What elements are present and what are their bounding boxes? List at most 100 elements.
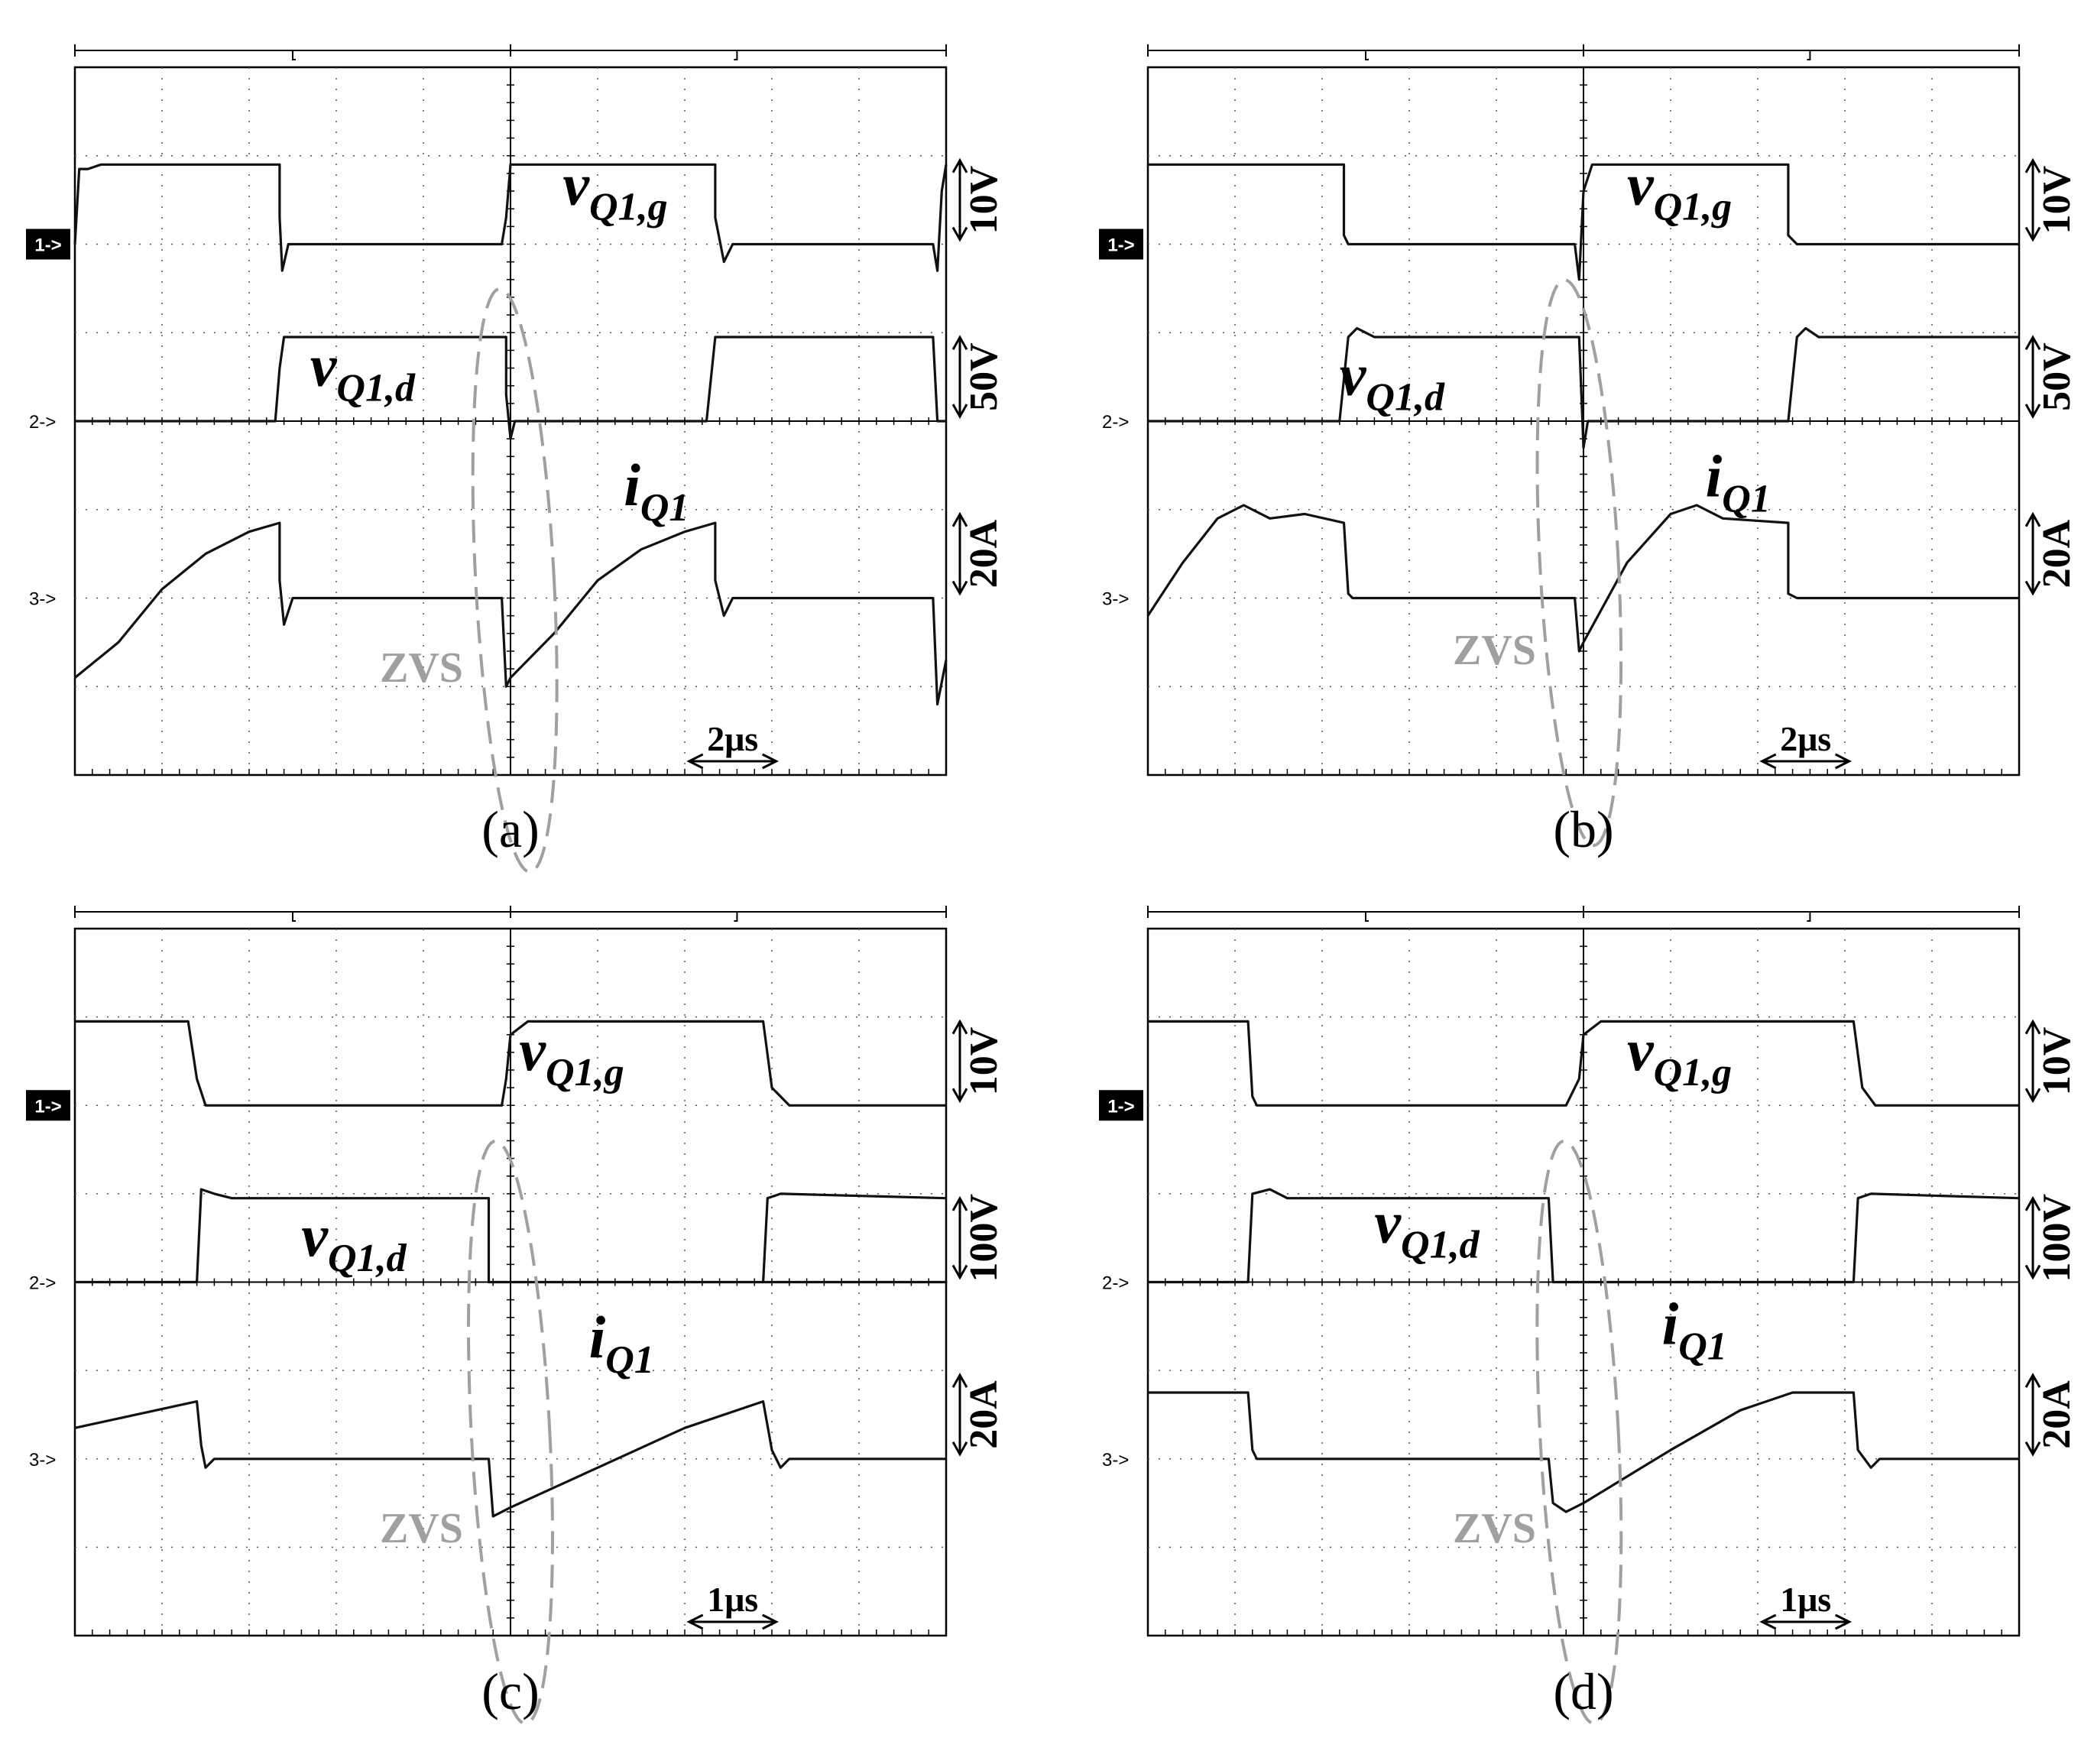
channel-marker: 3-> (29, 589, 56, 610)
time-scale: 2μs (1759, 719, 1853, 770)
top-ruler (1147, 44, 2020, 60)
scale-label: 20A (2035, 1380, 2079, 1449)
panel-a: 1-> vQ1,g 10V 2-> vQ1,d 50V 3-> iQ1 20A ZVS 2μs (a) (26, 44, 1006, 874)
trace-v-q1-g (1148, 1020, 2019, 1107)
scale-arrow (951, 511, 968, 596)
zvs-label: ZVS (1453, 1505, 1536, 1552)
scale-label: 10V (962, 1027, 1006, 1096)
channel-marker: 1-> (26, 1090, 70, 1121)
scale-label: 20A (962, 519, 1006, 588)
channel-marker: 3-> (1102, 1450, 1129, 1471)
scale-arrow (951, 1373, 968, 1457)
scale-label: 10V (2035, 1027, 2079, 1096)
time-scale: 2μs (686, 719, 780, 770)
panel-caption: (b) (1553, 800, 1613, 858)
panel-caption: (a) (481, 800, 539, 858)
panel-d: 1-> vQ1,g 10V 2-> vQ1,d 100V 3-> iQ1 20A ZVS 1μs (d… (1099, 906, 2079, 1726)
svg-text:3->: 3-> (1102, 589, 1129, 610)
top-ruler (1147, 906, 2020, 922)
svg-text:1->: 1-> (34, 1096, 61, 1117)
scale-arrow (2024, 1019, 2041, 1104)
scale-arrow (951, 335, 968, 420)
channel-marker: 1-> (1099, 229, 1143, 260)
svg-text:1->: 1-> (1107, 1096, 1134, 1117)
channel-marker: 2-> (29, 1273, 56, 1294)
channel-marker: 2-> (1102, 1273, 1129, 1294)
scale-arrow (951, 1195, 968, 1280)
trace-i-q1 (1148, 1391, 2019, 1513)
scale-label: 100V (962, 1194, 1006, 1282)
scale-arrow (951, 157, 968, 242)
zvs-ellipse (1535, 1140, 1623, 1726)
scale-label: 10V (2035, 166, 2079, 235)
zvs-label: ZVS (380, 1505, 463, 1552)
time-scale-label: 2μs (1780, 719, 1831, 758)
channel-label: vQ1,d (301, 1202, 407, 1280)
scale-label: 50V (962, 342, 1006, 411)
svg-text:3->: 3-> (29, 589, 56, 610)
top-ruler (74, 906, 947, 922)
trace-v-q1-d (75, 1188, 948, 1284)
time-scale: 1μs (1759, 1580, 1853, 1630)
svg-text:1->: 1-> (34, 235, 61, 256)
panel-caption: (c) (481, 1662, 539, 1720)
channel-label: vQ1,d (1340, 341, 1445, 419)
time-scale-label: 2μs (707, 719, 758, 758)
trace-v-q1-g (75, 1020, 946, 1107)
panel-b: 1-> vQ1,g 10V 2-> vQ1,d 50V 3-> iQ1 20A ZVS 2μs (b) (1099, 44, 2079, 858)
scale-arrow (2024, 1195, 2041, 1280)
trace-i-q1 (1146, 504, 2019, 653)
zvs-ellipse (471, 287, 559, 874)
svg-text:2->: 2-> (1102, 1273, 1129, 1294)
trace-v-q1-g (73, 163, 948, 272)
channel-marker: 2-> (29, 412, 56, 433)
scale-label: 20A (962, 1380, 1006, 1449)
svg-text:2->: 2-> (29, 1273, 56, 1294)
svg-text:3->: 3-> (1102, 1450, 1129, 1471)
svg-text:2->: 2-> (1102, 412, 1129, 433)
time-scale-label: 1μs (1780, 1580, 1831, 1619)
scale-arrow (2024, 335, 2041, 420)
channel-label: vQ1,g (1627, 1017, 1732, 1094)
trace-i-q1 (74, 1399, 946, 1518)
channel-marker: 3-> (1102, 589, 1129, 610)
scale-label: 50V (2035, 342, 2079, 411)
channel-label: vQ1,g (562, 151, 667, 229)
scale-arrow (2024, 511, 2041, 596)
zvs-label: ZVS (380, 644, 463, 692)
zvs-label: ZVS (1453, 627, 1536, 674)
channel-marker: 2-> (1102, 412, 1129, 433)
channel-label: vQ1,d (1374, 1188, 1480, 1266)
trace-v-q1-d (1148, 326, 2019, 449)
scale-label: 20A (2035, 519, 2079, 588)
channel-marker: 1-> (1099, 1090, 1143, 1121)
channel-marker: 3-> (29, 1450, 56, 1471)
trace-v-q1-d (75, 336, 946, 440)
scale-arrow (951, 1019, 968, 1104)
time-scale: 1μs (686, 1580, 780, 1630)
channel-label: vQ1,g (1627, 151, 1732, 229)
time-scale-label: 1μs (707, 1580, 758, 1619)
scale-label: 100V (2035, 1194, 2079, 1282)
channel-label: iQ1 (589, 1304, 654, 1382)
channel-label: vQ1,d (310, 332, 416, 410)
trace-i-q1 (73, 521, 948, 706)
svg-text:1->: 1-> (1107, 235, 1134, 256)
channel-label: iQ1 (624, 452, 689, 530)
panel-caption: (d) (1553, 1662, 1613, 1720)
top-ruler (74, 44, 947, 60)
svg-text:2->: 2-> (29, 412, 56, 433)
zvs-ellipse (467, 1140, 554, 1726)
channel-label: iQ1 (1662, 1290, 1727, 1368)
channel-marker: 1-> (26, 229, 70, 260)
panel-c: 1-> vQ1,g 10V 2-> vQ1,d 100V 3-> iQ1 20A ZVS 1μs (c… (26, 906, 1006, 1726)
trace-v-q1-d (1148, 1188, 2020, 1284)
channel-label: iQ1 (1706, 443, 1771, 520)
zvs-ellipse (1535, 278, 1623, 848)
channel-label: vQ1,g (519, 1017, 624, 1094)
scale-label: 10V (962, 166, 1006, 235)
scale-arrow (2024, 157, 2041, 242)
svg-text:3->: 3-> (29, 1450, 56, 1471)
trace-v-q1-g (1148, 163, 2019, 281)
